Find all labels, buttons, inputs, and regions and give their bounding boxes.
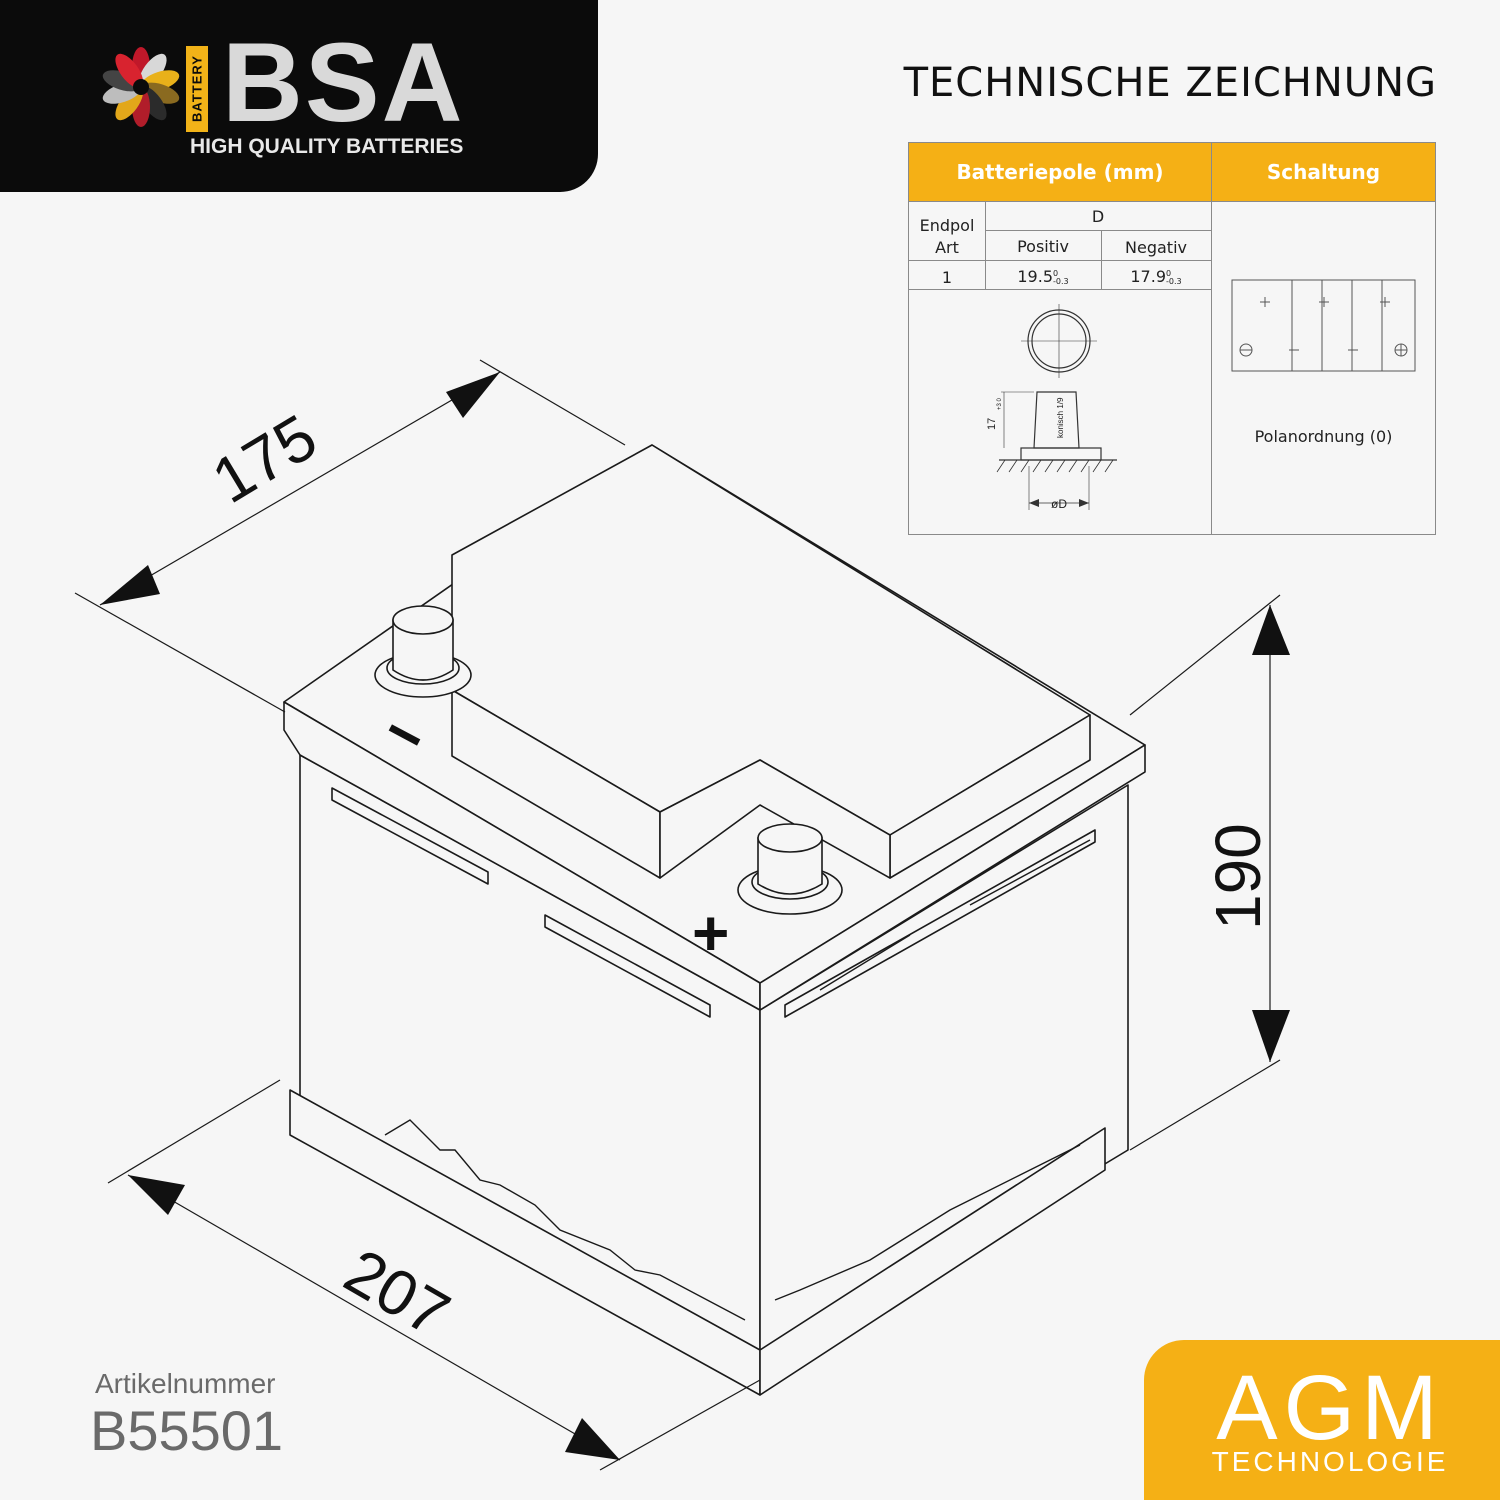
row-type-value: 1 — [941, 268, 953, 287]
flower-logo-icon — [102, 47, 180, 127]
article-number-label: Artikelnummer — [95, 1368, 276, 1399]
length-dimension-label: 207 — [333, 1235, 461, 1351]
pole-arrangement-label: Polanordnung (0) — [1254, 427, 1393, 446]
width-dimension-label: 175 — [200, 400, 329, 517]
cell-divider — [1101, 230, 1102, 289]
technology-badge — [1144, 1340, 1500, 1500]
cell-divider — [909, 289, 1211, 290]
taper-label: konisch 1/9 — [1056, 397, 1065, 438]
technology-subtitle: TECHNOLOGIE — [1211, 1446, 1449, 1477]
terminal-detail-drawing: 17 +3 0 konisch 1/9 øD — [986, 304, 1117, 511]
col-type-label: Endpol Art — [919, 216, 975, 257]
cell-divider — [909, 260, 1211, 261]
col-positive-label: Positiv — [1017, 237, 1069, 256]
pole-arrangement-drawing — [1231, 279, 1416, 372]
header-circuit: Schaltung — [1212, 143, 1435, 201]
height-dimension-label: 190 — [1202, 823, 1274, 930]
positive-terminal-symbol: + — [692, 897, 729, 969]
terminal-height-tolerance: +3 0 — [997, 397, 1003, 410]
terminal-height-label: 17 — [986, 418, 998, 430]
cell-divider — [985, 230, 1211, 231]
cell-divider — [985, 201, 986, 289]
column-divider — [1211, 143, 1212, 534]
brand-name: BSA — [222, 20, 465, 145]
positive-terminal — [737, 823, 843, 915]
logo-panel: BATTERY BSA HIGH QUALITY BATTERIES — [0, 0, 598, 192]
page-title: TECHNISCHE ZEICHNUNG — [903, 60, 1437, 106]
technology-name: AGM — [1216, 1357, 1444, 1459]
terminal-spec-table: Batteriepole (mm) Schaltung Endpol Art D… — [908, 142, 1436, 535]
brand-tagline: HIGH QUALITY BATTERIES — [190, 135, 464, 158]
brand-vertical-label: BATTERY — [186, 46, 208, 132]
col-d-label: D — [1091, 207, 1105, 226]
article-number: B55501 — [90, 1399, 284, 1462]
header-poles: Batteriepole (mm) — [909, 143, 1211, 201]
negative-terminal — [374, 605, 472, 698]
battery-side-face — [759, 784, 1129, 1373]
diameter-label: øD — [1051, 497, 1067, 511]
header-divider — [909, 201, 1435, 202]
col-negative-label: Negativ — [1125, 238, 1187, 257]
